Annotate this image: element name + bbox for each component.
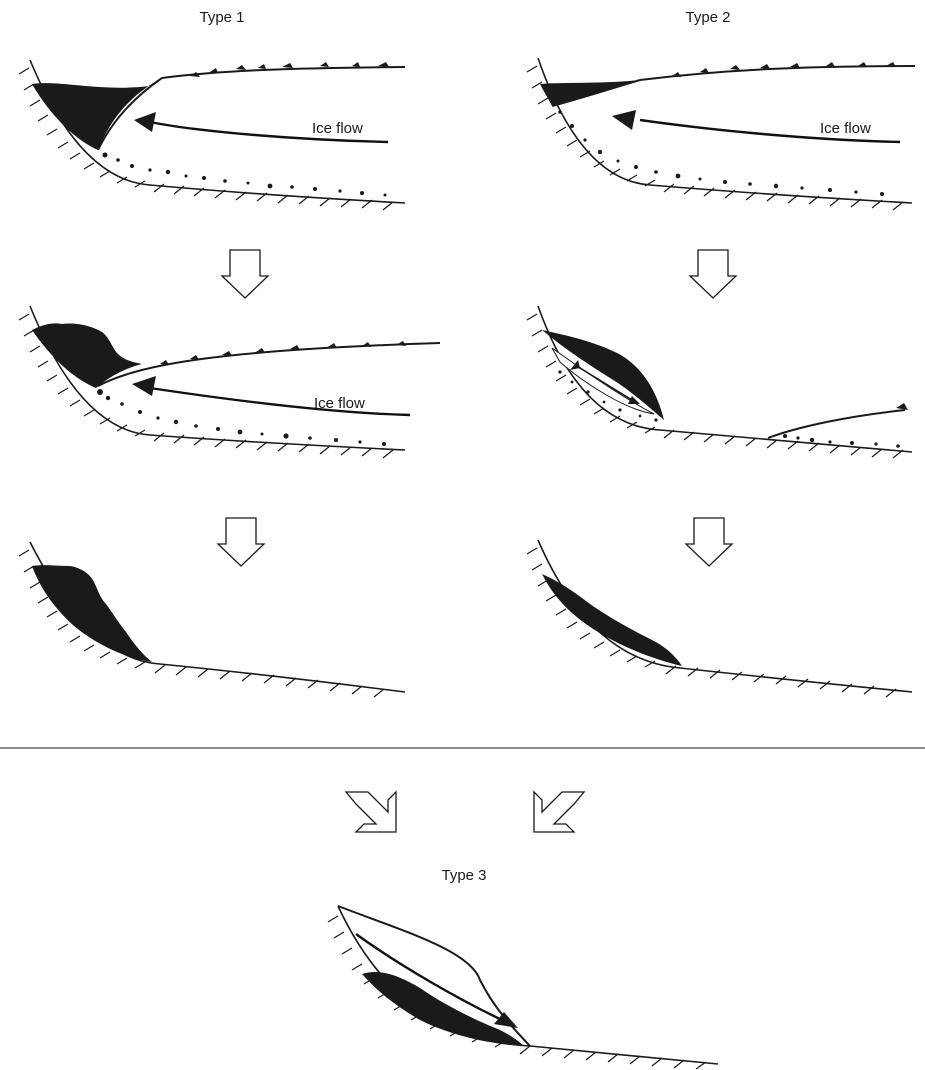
bedrock-hatching (527, 314, 903, 458)
stage-arrow-type-1-b (218, 518, 264, 566)
cirque-deposit (32, 323, 142, 388)
ice-flow-arrow (150, 388, 410, 415)
ice-flow-arrowhead (494, 1012, 518, 1028)
supraglacial-debris (672, 62, 896, 77)
glacier-surface (640, 66, 915, 80)
stage-arrow-type-1-a (222, 250, 268, 298)
type-2-panel-1: Ice flow (527, 58, 915, 210)
type-1-panel-3 (19, 542, 405, 697)
ice-flow-arrowhead (134, 112, 156, 132)
retreating-glacier-tip (896, 403, 908, 410)
merge-arrow-type-1 (346, 792, 396, 832)
supraglacial-debris (160, 341, 406, 365)
type-2-panel-2 (527, 306, 912, 458)
moraine-deposit (362, 972, 524, 1046)
type-1-title: Type 1 (199, 9, 244, 26)
stage-arrow-type-2-b (686, 518, 732, 566)
cirque-deposit (32, 78, 162, 150)
type-3-panel (328, 906, 718, 1069)
type-3-title: Type 3 (441, 867, 486, 884)
merge-arrow-type-2 (534, 792, 584, 832)
ice-flow-arrowhead (612, 110, 636, 130)
moraine-deposit (32, 565, 152, 662)
ice-flow-label: Ice flow (312, 120, 363, 137)
type-1-panel-1: Ice flow (19, 60, 405, 210)
moraine-deposit (542, 574, 682, 666)
stage-arrow-type-2-a (690, 250, 736, 298)
ice-flow-label: Ice flow (314, 395, 365, 412)
type-2-panel-3 (527, 540, 912, 697)
ice-flow-arrowhead (132, 376, 156, 396)
bedrock-hatching (527, 548, 896, 697)
basal-debris (103, 153, 387, 197)
ice-lens-deposit (542, 330, 664, 420)
type-2-title: Type 2 (685, 9, 730, 26)
ice-flow-label: Ice flow (820, 120, 871, 137)
retreating-glacier-surface (768, 410, 905, 438)
type-1-panel-2: Ice flow (19, 306, 440, 458)
